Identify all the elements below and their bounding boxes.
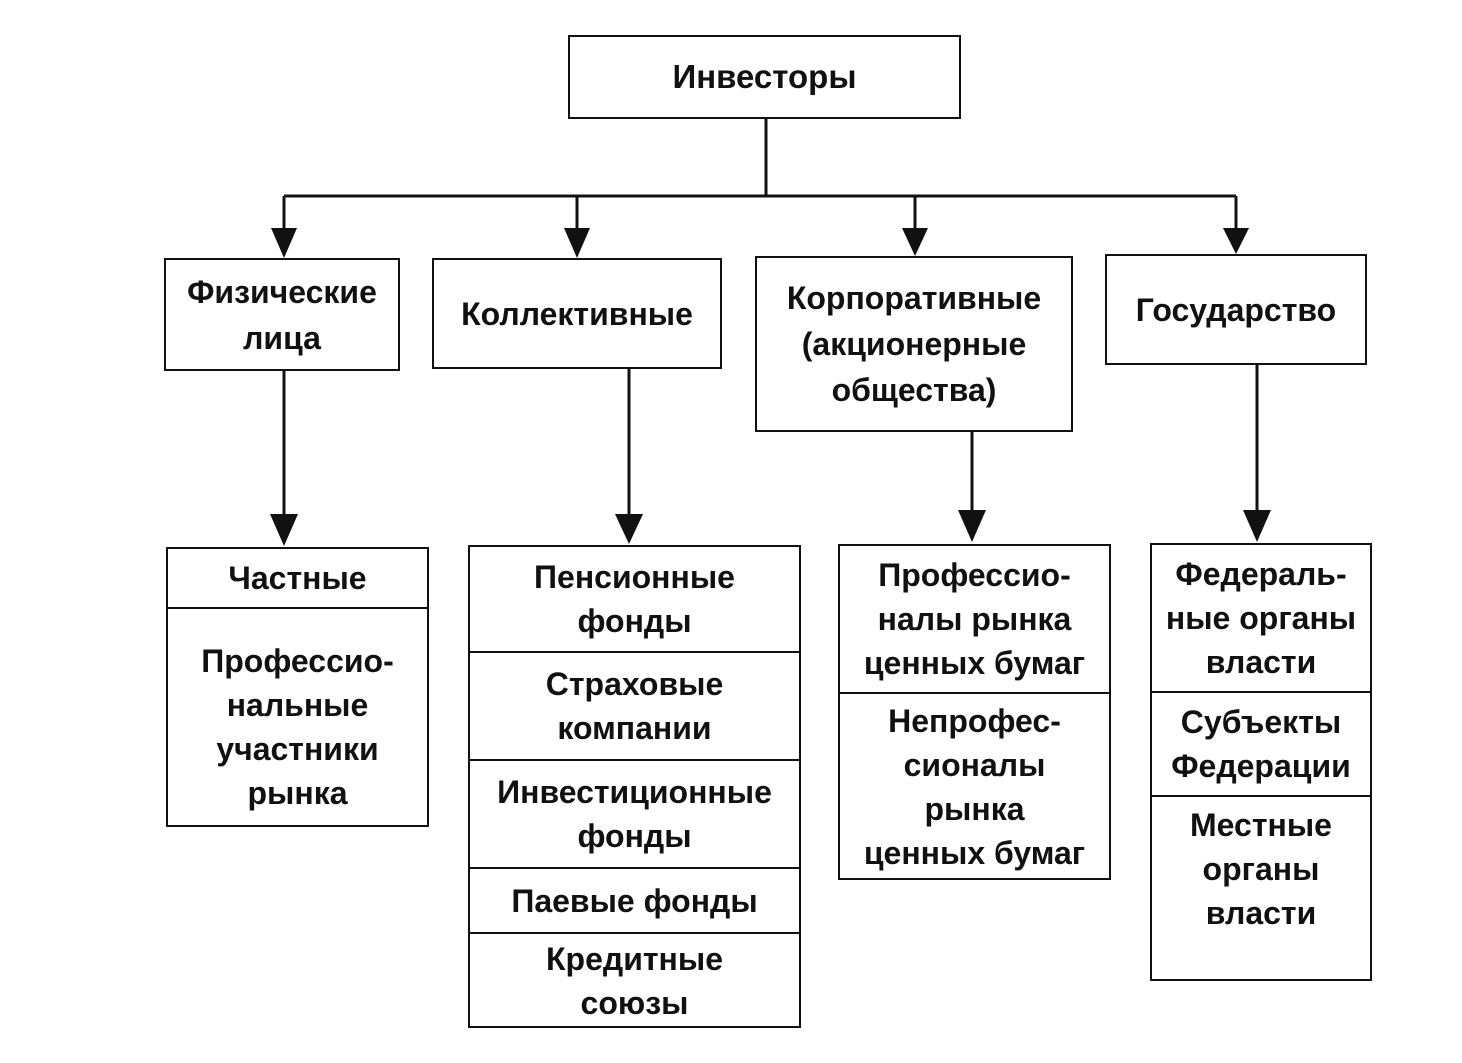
list-item: Пенсионные фонды xyxy=(534,559,735,639)
list-item: Непрофес- сионалы рынка ценных бумаг xyxy=(840,692,1109,880)
category-label: Физические лица xyxy=(187,273,377,356)
root-box: Инвесторы xyxy=(568,35,961,119)
arrow-head-6 xyxy=(615,514,643,544)
category-box-collective: Коллективные xyxy=(432,258,722,369)
list-item: Профессио- нальные участники рынка xyxy=(168,607,427,827)
list-item: Частные xyxy=(228,560,367,596)
subcategory-list-state: Федераль- ные органы власти Субъекты Фед… xyxy=(1150,543,1372,981)
category-box-corporate: Корпоративные (акционерные общества) xyxy=(755,256,1073,432)
list-item: Федераль- ные органы власти xyxy=(1165,556,1357,680)
subcategory-list-corporate: Профессио- налы рынка ценных бумаг Непро… xyxy=(838,544,1111,880)
arrow-head-3 xyxy=(902,228,928,256)
arrow-head-8 xyxy=(1243,510,1271,542)
list-item: Профессио- налы рынка ценных бумаг xyxy=(863,557,1086,681)
subcategory-list-individuals: Частные Профессио- нальные участники рын… xyxy=(166,547,429,827)
arrow-head-1 xyxy=(271,228,297,258)
category-box-state: Государство xyxy=(1105,254,1367,365)
category-label: Государство xyxy=(1135,291,1337,328)
subcategory-list-collective: Пенсионные фонды Страховые компании Инве… xyxy=(468,545,801,1028)
category-label: Коллективные xyxy=(461,295,693,332)
category-box-individuals: Физические лица xyxy=(164,258,400,371)
category-label: Корпоративные (акционерные общества) xyxy=(786,280,1042,408)
arrow-head-5 xyxy=(270,514,298,546)
list-item: Местные органы власти xyxy=(1152,795,1370,981)
list-item: Кредитные союзы xyxy=(470,932,799,1028)
list-item: Субъекты Федерации xyxy=(1152,691,1370,795)
arrow-head-7 xyxy=(958,510,986,542)
arrow-head-2 xyxy=(564,228,590,258)
list-item: Паевые фонды xyxy=(470,867,799,932)
list-item: Страховые компании xyxy=(470,651,799,759)
arrow-head-4 xyxy=(1223,228,1249,254)
list-item: Инвестиционные фонды xyxy=(470,759,799,867)
root-label: Инвесторы xyxy=(672,58,857,95)
